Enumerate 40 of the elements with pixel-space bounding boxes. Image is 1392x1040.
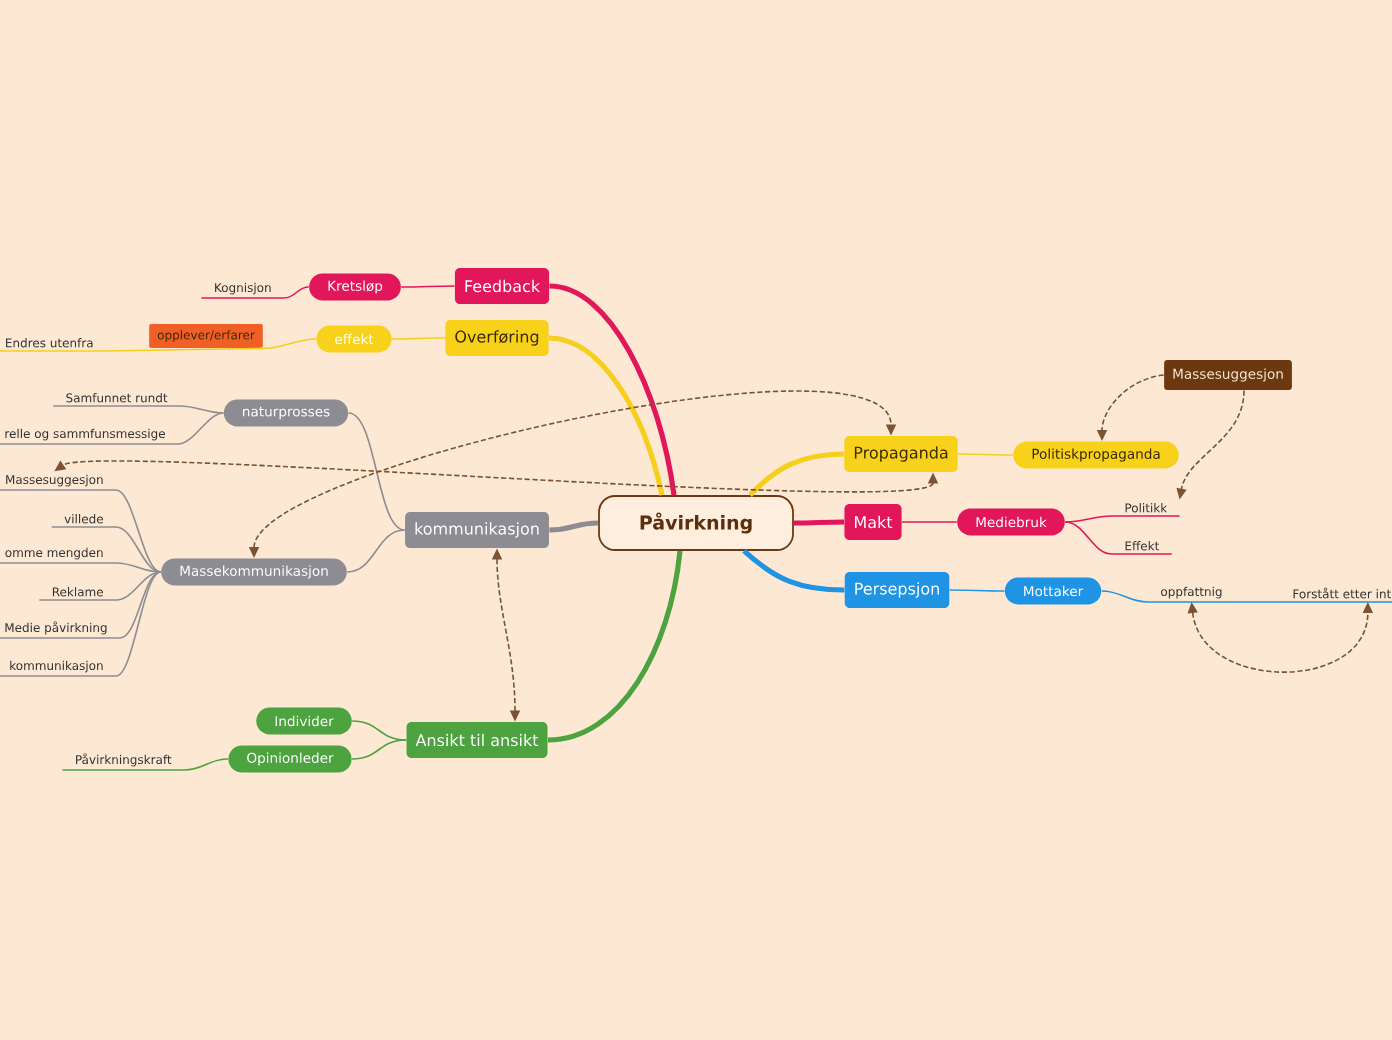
main-branch	[548, 335, 665, 496]
branch-line	[391, 337, 446, 340]
main-branch	[748, 451, 844, 497]
topic-box: Overføring	[445, 320, 549, 356]
branch-line	[347, 412, 406, 531]
branch-line	[200, 286, 310, 299]
branch-line	[0, 571, 162, 677]
branch-line	[0, 347, 265, 352]
branch-line	[38, 571, 162, 601]
branch-line	[50, 526, 162, 573]
branch-line	[346, 529, 406, 573]
branch-line	[61, 758, 229, 771]
branch-line	[0, 489, 162, 573]
branch-line	[400, 285, 456, 288]
branch-line	[262, 338, 317, 350]
branch-line	[1234, 601, 1392, 603]
main-branch	[549, 520, 599, 533]
topic-box: Feedback	[454, 268, 550, 304]
branch-line	[901, 521, 958, 523]
branch-line	[52, 405, 225, 414]
branch-line	[0, 562, 162, 573]
main-branch	[742, 548, 845, 593]
branch-line	[0, 571, 162, 639]
branch-line	[351, 720, 407, 741]
branch-line	[957, 453, 1014, 456]
branch-line	[948, 589, 1006, 592]
branch-line	[351, 739, 407, 760]
topic-box: Propaganda	[844, 436, 958, 472]
branch-line	[1100, 590, 1236, 603]
topic-box: Ansikt til ansikt	[406, 722, 548, 758]
branch-line	[0, 412, 225, 445]
topic-box: Persepsjon	[844, 572, 950, 608]
branch-line	[1064, 521, 1173, 555]
topic-box: kommunikasjon	[405, 512, 549, 548]
central-topic-box: Påvirkning	[598, 495, 794, 551]
main-branch	[549, 283, 677, 496]
main-branch	[547, 550, 683, 743]
branch-line	[1064, 515, 1181, 523]
topic-box: Makt	[844, 504, 902, 540]
main-branch	[793, 519, 845, 526]
